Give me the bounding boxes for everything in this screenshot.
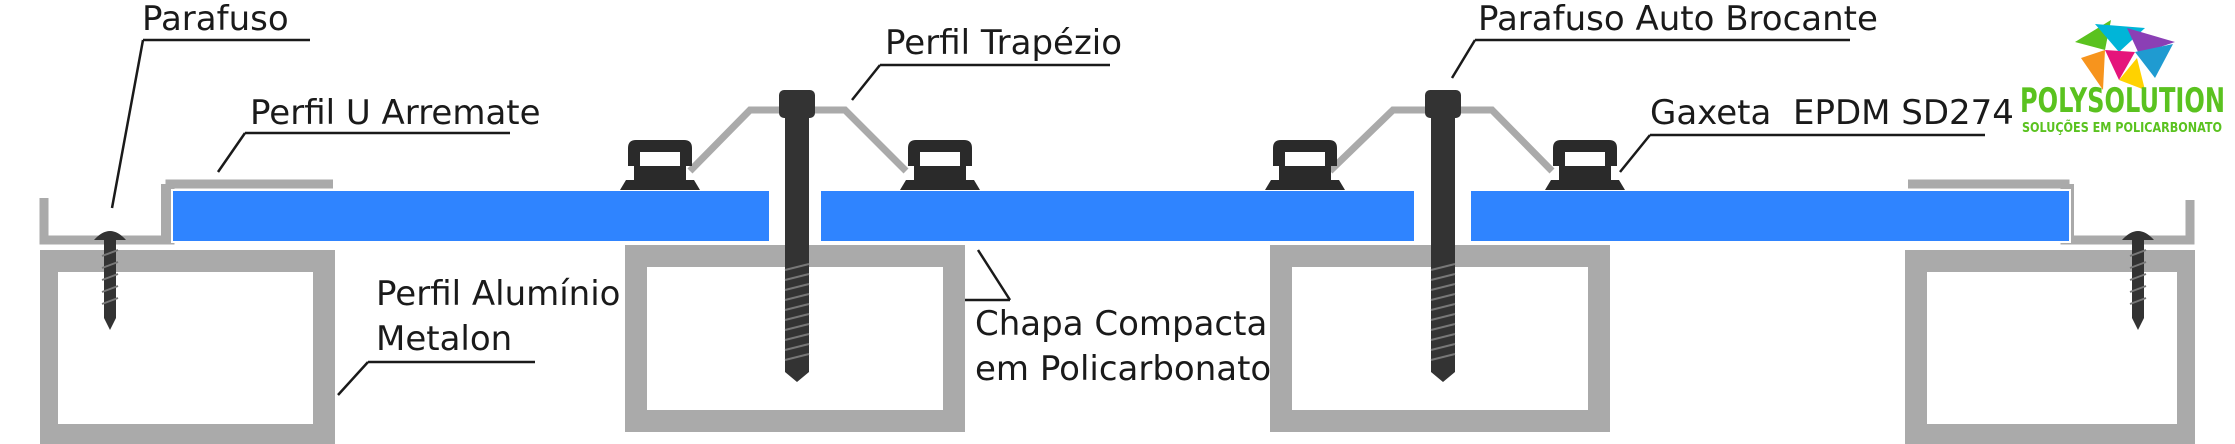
label-chapa-compacta: Chapa Compacta	[975, 304, 1267, 344]
label-parafuso: Parafuso	[142, 0, 289, 39]
screw-icon	[94, 231, 126, 330]
label-perfil-aluminio: Perfil Alumínio	[376, 274, 620, 314]
self-drilling-screws	[779, 90, 1461, 382]
gasket-icon	[900, 140, 980, 190]
label-metalon: Metalon	[376, 319, 512, 359]
polycarbonate-sheet-right	[1469, 189, 2071, 243]
label-gaxeta-epdm: Gaxeta EPDM SD274	[1650, 93, 2014, 133]
gasket-icon	[1545, 140, 1625, 190]
leader-lines	[110, 38, 1985, 396]
self-drilling-screw-icon	[1425, 90, 1461, 382]
u-profile-left	[39, 179, 333, 245]
short-screws	[94, 231, 2154, 330]
leader-parafuso	[110, 38, 310, 209]
logo-name: POLYSOLUTION	[2020, 81, 2225, 121]
label-em-policarbonato: em Policarbonato	[975, 349, 1271, 389]
leader-parafuso-auto	[1450, 38, 1850, 79]
leader-gaxeta	[1619, 133, 1985, 173]
gasket-icon	[1265, 140, 1345, 190]
labels: Parafuso Perfil U Arremate Perfil Trapéz…	[142, 0, 2014, 389]
label-perfil-u-arremate: Perfil U Arremate	[250, 93, 541, 133]
trapezoid-profiles	[687, 106, 1555, 174]
leader-perfil-aluminio	[337, 360, 535, 396]
leader-chapa	[965, 249, 1012, 302]
label-parafuso-auto-brocante: Parafuso Auto Brocante	[1478, 0, 1878, 39]
gasket-icon	[620, 140, 700, 190]
polysolution-logo: POLYSOLUTION SOLUÇÕES EM POLICARBONATO	[2020, 20, 2225, 136]
screw-icon	[2122, 231, 2154, 330]
metalon-tube-center-left	[625, 245, 965, 432]
leader-perfil-trapezio	[851, 63, 1110, 101]
metalon-tube-center-right	[1270, 245, 1610, 432]
self-drilling-screw-icon	[779, 90, 815, 382]
leader-perfil-u	[216, 131, 510, 173]
logo-tagline: SOLUÇÕES EM POLICARBONATO	[2022, 120, 2222, 136]
metalon-tube-right	[1905, 250, 2195, 444]
logo-mark-icon	[2075, 20, 2175, 90]
label-perfil-trapezio: Perfil Trapézio	[885, 23, 1122, 63]
metalon-tubes	[40, 245, 2195, 444]
polycarbonate-sheet-center	[819, 189, 1416, 243]
epdm-gaskets	[620, 140, 1625, 190]
metalon-tube-left	[40, 250, 335, 444]
polycarbonate-sheets	[171, 189, 2071, 243]
polycarbonate-sheet-left	[171, 189, 771, 243]
